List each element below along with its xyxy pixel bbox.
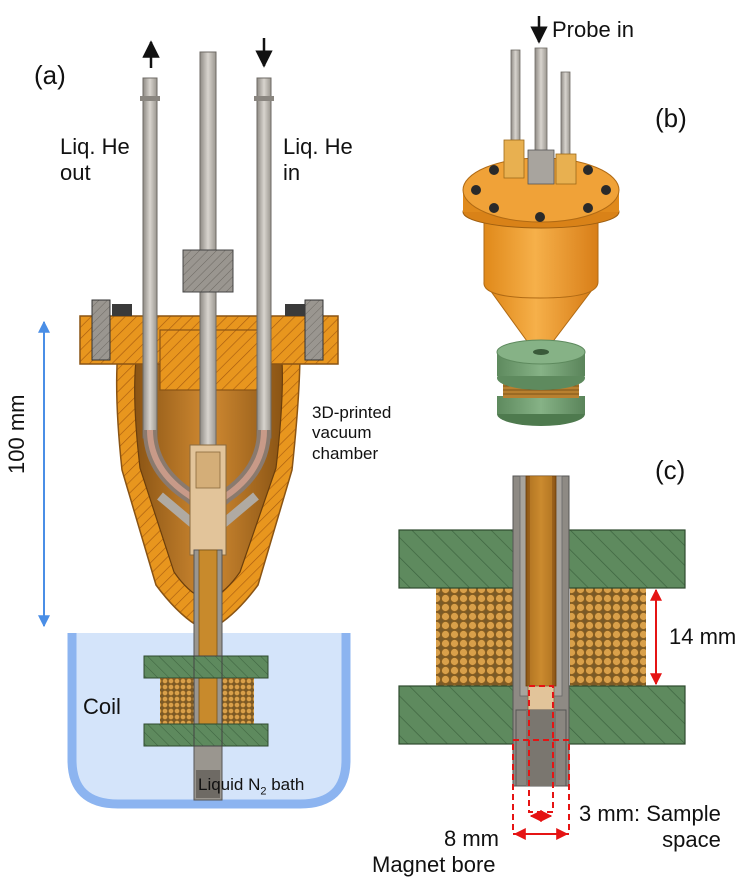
panel-a-drawing — [38, 38, 351, 809]
gap-label: 14 mm — [669, 624, 737, 649]
coil-bottom-flange — [143, 723, 269, 747]
chamber-3d-bolts — [471, 159, 611, 222]
bath-label: Liquid N2 bath — [198, 775, 305, 798]
sample-holder — [527, 685, 555, 711]
chamber-3d-body — [483, 221, 599, 299]
helium-in-tube — [256, 77, 272, 439]
panel-b-drawing — [462, 16, 620, 426]
helium-out-label: Liq. He out — [60, 134, 130, 186]
flange-seal-left — [112, 304, 132, 316]
sample-space-label: 3 mm: Sample space — [579, 801, 721, 853]
probe-clamp — [182, 249, 234, 293]
panel-b-label: (b) — [655, 103, 687, 133]
coil-winding-left — [160, 678, 194, 724]
flange-bolt-right — [304, 299, 324, 361]
helium-in-label: Liq. He in — [283, 134, 353, 186]
coil-label: Coil — [83, 694, 121, 719]
coil-winding-right-section — [570, 582, 646, 686]
scale-bar-label: 100 mm — [4, 394, 29, 474]
coil-3d-bottom — [497, 396, 585, 414]
panel-a-label: (a) — [34, 60, 66, 90]
chamber-3d-cone — [489, 289, 594, 349]
magnet-bore-label: 8 mm Magnet bore — [372, 826, 499, 878]
flange-seal-right — [285, 304, 305, 316]
flange-bolt-left — [91, 299, 111, 361]
helium-out-tube — [142, 77, 158, 439]
coil-winding-left-section — [436, 582, 514, 686]
probe-in-label: Probe in — [552, 17, 634, 42]
panel-c-drawing — [398, 475, 686, 840]
coil-top-flange — [143, 655, 269, 679]
coil-winding-right — [222, 678, 254, 724]
panel-c-label: (c) — [655, 455, 686, 485]
chamber-label: 3D-printed vacuum chamber — [312, 403, 392, 463]
magnet-bore-outline — [512, 739, 570, 835]
